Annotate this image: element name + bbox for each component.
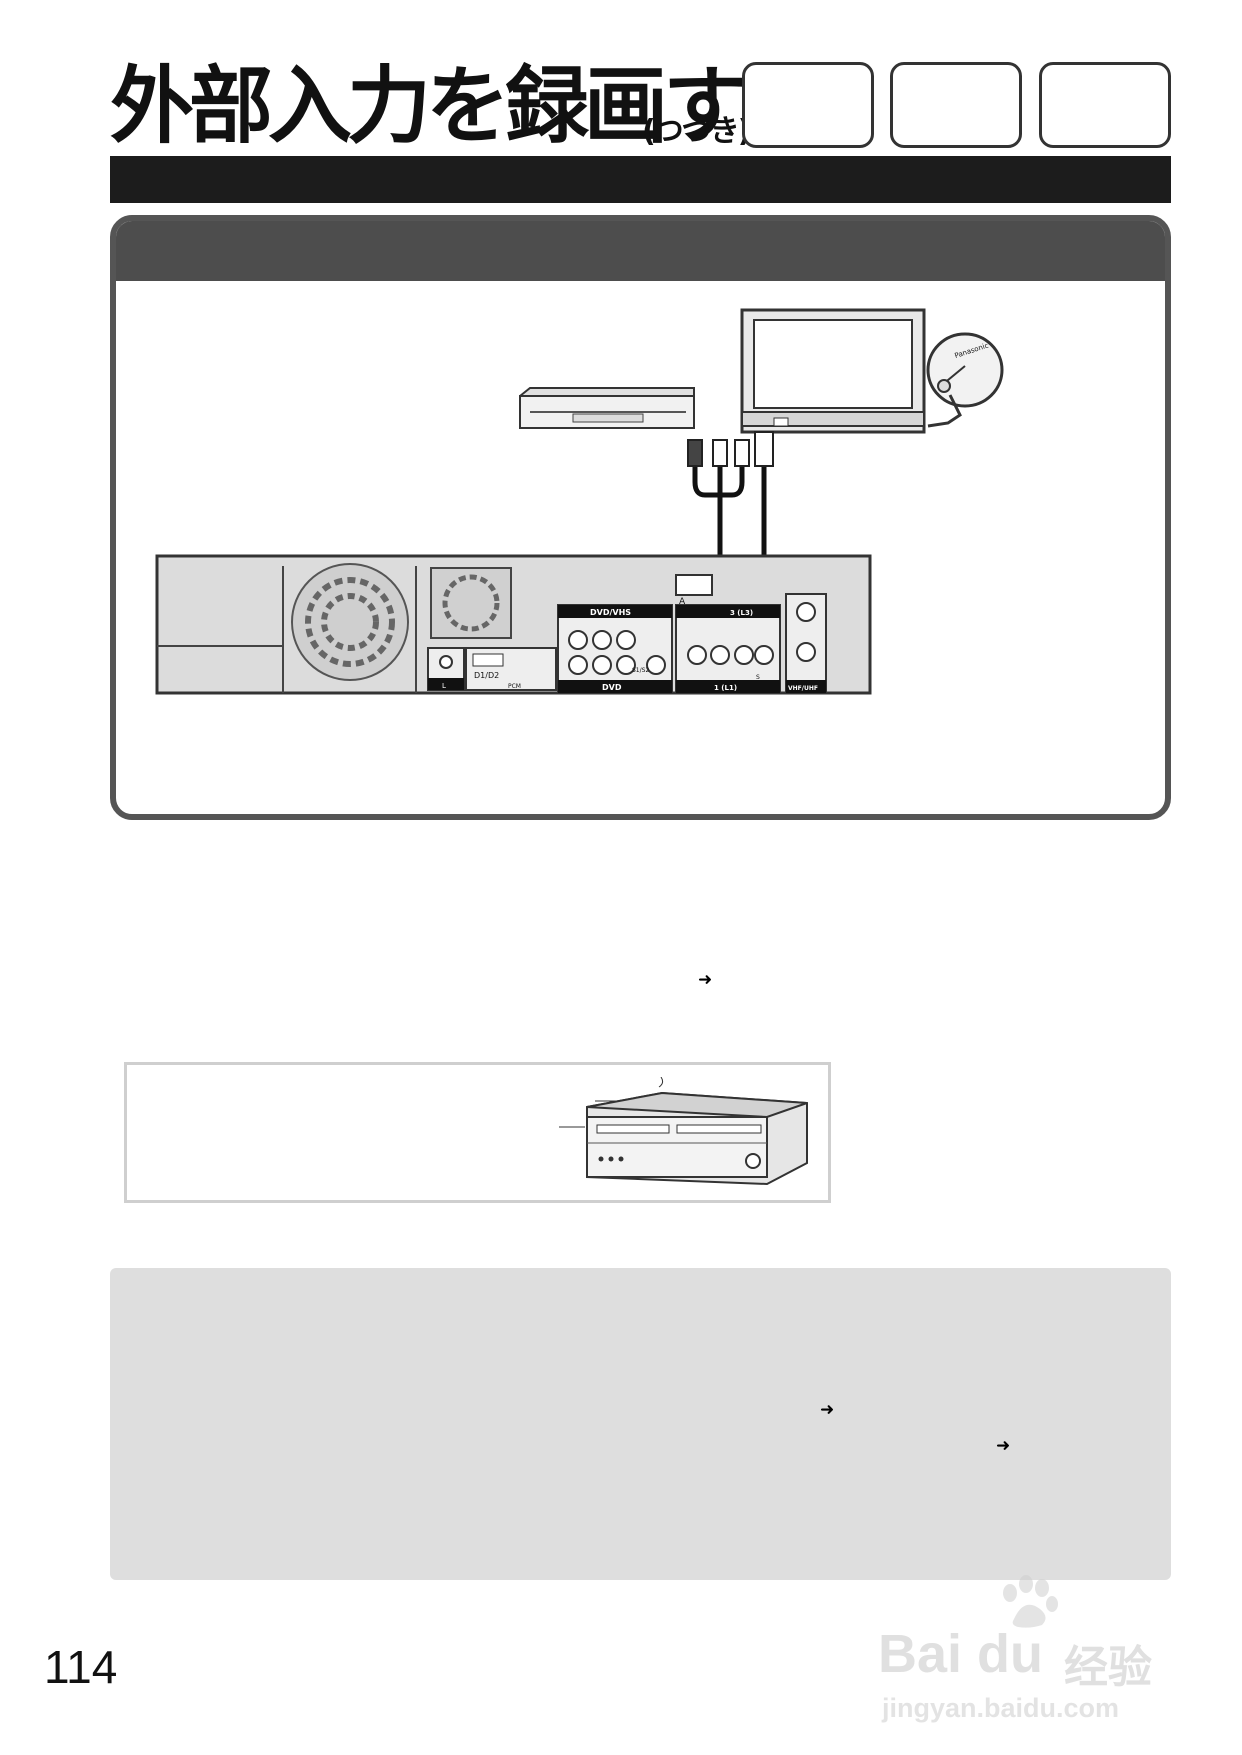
paw-icon <box>1003 1575 1058 1628</box>
baidu-watermark: Bai du 经验 jingyan.baidu.com <box>878 1575 1178 1725</box>
label-pcm: PCM <box>508 683 521 690</box>
info-reference-arrow-2: ➜ <box>996 1436 1011 1456</box>
label-s-out: S1/S2 <box>632 667 649 674</box>
category-tab-2 <box>890 62 1022 148</box>
reference-arrow: ➜ <box>698 970 713 990</box>
info-reference-arrow-1: ➜ <box>820 1400 835 1420</box>
label-dvd-vhs: DVD/VHS <box>590 608 631 617</box>
label-vhf-uhf: VHF/UHF <box>788 685 818 692</box>
label-d-out: D1/D2 <box>474 671 499 680</box>
external-device-illustration <box>519 387 695 430</box>
label-s: S <box>756 674 760 681</box>
category-tab-1 <box>742 62 874 148</box>
page-title-suffix: (つづき) <box>642 114 751 149</box>
category-tab-3 <box>1039 62 1171 148</box>
recorder-front-illustration <box>559 1077 808 1186</box>
label-a: A <box>679 597 686 607</box>
recorder-rear-panel: L D1/D2 PCM DVD/VHS S1/S2 DVD 3 (L3) A <box>155 554 872 695</box>
satellite-antenna-illustration: Panasonic <box>926 332 1004 428</box>
television-illustration <box>740 308 926 434</box>
page-title: 外部入力を録画する <box>110 57 826 155</box>
watermark-url: jingyan.baidu.com <box>882 1693 1120 1723</box>
label-input-1: 1 (L1) <box>714 684 737 692</box>
watermark-product: 经验 <box>1064 1642 1152 1693</box>
watermark-brand: Bai du <box>878 1624 1044 1684</box>
connection-diagram-panel: Panasonic <box>110 215 1171 820</box>
connection-diagram: Panasonic <box>155 308 1004 695</box>
notes-info-box: ➜ ➜ <box>110 1268 1171 1580</box>
page-number: 114 <box>44 1641 118 1693</box>
label-dvd: DVD <box>602 683 622 692</box>
section-title-bar <box>110 156 1171 203</box>
front-panel-note-box <box>124 1062 831 1203</box>
label-input-3: 3 (L3) <box>730 609 753 617</box>
label-l: L <box>442 682 446 690</box>
diagram-header-bar <box>116 221 1165 281</box>
